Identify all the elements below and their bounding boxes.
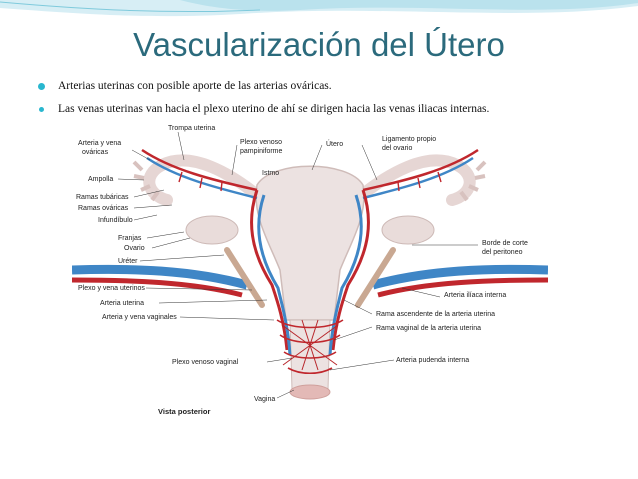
left-ovarian-artery xyxy=(141,148,258,192)
left-tubal-branches xyxy=(178,171,223,192)
label-istmo: Istmo xyxy=(262,170,279,177)
label-ovario: Ovario xyxy=(124,245,145,252)
label-ligamento-propio: Ligamento propio xyxy=(382,136,436,143)
label-trompa-uterina: Trompa uterina xyxy=(168,125,215,132)
right-ovary xyxy=(381,215,435,245)
label-plexo-venoso-vaginal: Plexo venoso vaginal xyxy=(172,359,239,366)
vaginal-arterial-network xyxy=(281,319,339,371)
label-arteria-uterina: Arteria uterina xyxy=(100,300,144,307)
bullet-item: Arterias uterinas con posible aporte de … xyxy=(38,80,332,92)
left-ovary xyxy=(185,215,239,245)
slide-title: Vascularización del Útero xyxy=(133,26,505,63)
right-fimbriae xyxy=(459,160,487,202)
left-ovarian-vein xyxy=(146,156,258,200)
right-iliac-artery xyxy=(377,277,548,298)
label-arteria-vena-ovaricas-line2: ováricas xyxy=(82,149,109,156)
label-del-peritoneo: del peritoneo xyxy=(482,249,523,256)
right-ovarian-artery xyxy=(362,148,479,192)
bullet-dot-icon xyxy=(39,106,44,112)
header-wave-decoration xyxy=(0,0,638,17)
uterus-vascular-illustration: Trompa uterina Arteria y vena ováricas P… xyxy=(72,120,548,420)
label-plexo-vena-uterinos: Plexo y vena uterinos xyxy=(78,285,145,292)
label-rama-ascendente: Rama ascendente de la arteria uterina xyxy=(376,311,495,318)
bullet-dot-icon xyxy=(38,82,45,90)
left-iliac-artery xyxy=(72,277,243,298)
left-fimbriae xyxy=(132,160,160,202)
uterus-body xyxy=(255,165,365,321)
label-franjas: Franjas xyxy=(118,235,142,242)
vaginal-venous-plexus xyxy=(276,319,344,375)
right-tubal-branches xyxy=(397,171,442,192)
label-borde-de-corte: Borde de corte xyxy=(482,240,528,247)
label-plexo-venoso: Plexo venoso xyxy=(240,139,282,146)
bullet-item: Las venas uterinas van hacia el plexo ut… xyxy=(38,103,489,115)
right-iliac-vein xyxy=(371,264,548,290)
bullet-text: Arterias uterinas con posible aporte de … xyxy=(58,80,332,92)
label-vista-posterior: Vista posterior xyxy=(158,407,210,416)
label-arteria-pudenda-interna: Arteria pudenda interna xyxy=(396,357,469,364)
label-pampiniforme: pampiniforme xyxy=(240,148,283,155)
label-arteria-vena-vaginales: Arteria y vena vaginales xyxy=(102,314,177,321)
left-iliac-vein xyxy=(72,264,249,290)
left-ureter xyxy=(224,247,265,308)
right-ureter xyxy=(355,247,396,308)
label-vagina: Vagina xyxy=(254,396,275,403)
vagina-opening xyxy=(289,384,331,400)
right-ovarian-vein xyxy=(362,156,474,200)
label-infundibulo: Infundíbulo xyxy=(98,217,133,224)
label-arteria-iliaca-interna: Arteria ilíaca interna xyxy=(444,292,506,299)
label-ramas-tubaricas: Ramas tubáricas xyxy=(76,194,129,201)
label-ampolla: Ampolla xyxy=(88,176,113,183)
label-ureter: Uréter xyxy=(118,258,138,265)
label-utero: Útero xyxy=(326,139,343,148)
label-arteria-vena-ovaricas: Arteria y vena xyxy=(78,140,121,147)
leader-lines xyxy=(117,131,478,399)
bullet-text: Las venas uterinas van hacia el plexo ut… xyxy=(58,103,490,115)
label-del-ovario: del ovario xyxy=(382,145,412,152)
label-ramas-ovaricas: Ramas ováricas xyxy=(78,205,129,212)
label-rama-vaginal: Rama vaginal de la arteria uterina xyxy=(376,325,481,332)
